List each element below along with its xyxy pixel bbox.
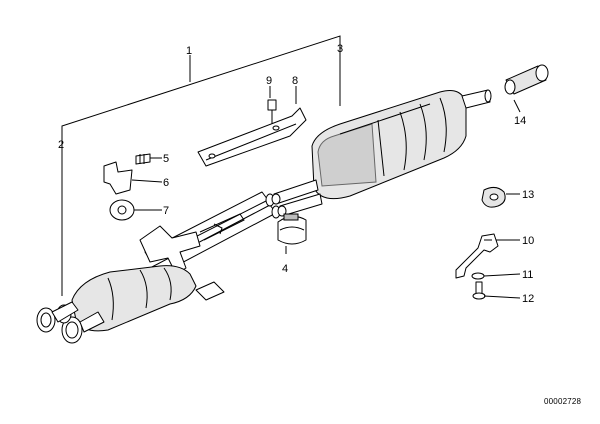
callout-10: 10	[522, 235, 534, 247]
callout-12: 12	[522, 293, 534, 305]
front-pipe-assembly	[36, 191, 281, 344]
callout-13: 13	[522, 189, 534, 201]
callout-1: 1	[186, 45, 192, 57]
callout-4: 4	[282, 263, 288, 275]
tailpipe-trim	[504, 64, 549, 95]
callout-11: 11	[522, 269, 533, 281]
callout-8: 8	[292, 75, 298, 87]
callout-14: 14	[514, 115, 526, 127]
hanger-parts-left	[103, 153, 151, 221]
callout-3: 3	[337, 43, 343, 55]
hanger-parts-right	[455, 186, 506, 300]
document-id: 00002728	[544, 397, 582, 406]
callout-7: 7	[163, 205, 169, 217]
callout-6: 6	[163, 177, 169, 189]
rear-silencer	[271, 89, 492, 217]
assembly-bracket-lines	[61, 35, 341, 296]
leader-lines	[131, 86, 521, 299]
pipe-clamp	[277, 213, 307, 254]
callout-labels: 1 2 3 4 5 6 7 8 9 10 11 12 13 14	[58, 43, 534, 305]
callout-2: 2	[58, 139, 64, 151]
callout-5: 5	[163, 153, 169, 165]
callout-9: 9	[266, 75, 272, 87]
heat-shield-bracket	[197, 99, 307, 167]
